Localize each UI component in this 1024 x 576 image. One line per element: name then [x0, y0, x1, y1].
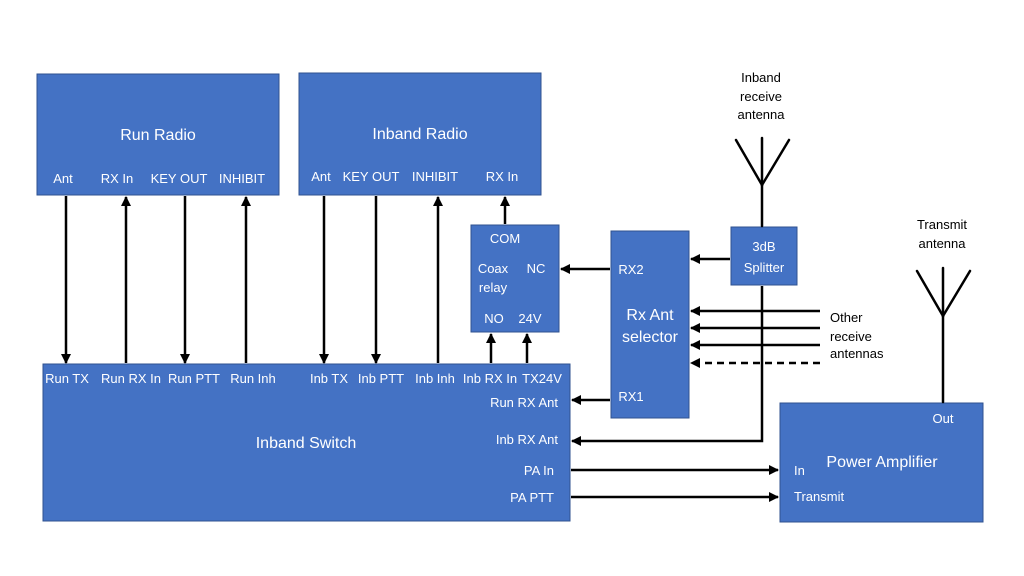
- inband-radio-block: Inband Radio Ant KEY OUT INHIBIT RX In: [298, 72, 542, 196]
- switch-port-pa-ptt: PA PTT: [510, 490, 554, 505]
- switch-port-inb-tx: Inb TX: [310, 371, 348, 386]
- power-amplifier-title: Power Amplifier: [826, 454, 938, 471]
- splitter-label-2: Splitter: [744, 260, 785, 275]
- inband-radio-port-key-out: KEY OUT: [343, 169, 400, 184]
- switch-port-inb-rx-in: Inb RX In: [463, 371, 517, 386]
- coax-relay-label-2: relay: [479, 280, 508, 295]
- coax-relay-label-1: Coax: [478, 261, 509, 276]
- switch-port-run-ptt: Run PTT: [168, 371, 220, 386]
- run-radio-port-key-out: KEY OUT: [151, 171, 208, 186]
- inband-radio-port-ant: Ant: [311, 169, 331, 184]
- wire-splitter-to-inb-rx-ant: [571, 286, 764, 446]
- coax-relay-no: NO: [484, 311, 504, 326]
- other-antennas-label-2: receive: [830, 329, 872, 344]
- run-radio-block: Run Radio Ant RX In KEY OUT INHIBIT: [36, 73, 280, 196]
- rx-ant-selector-rx2: RX2: [618, 262, 643, 277]
- coax-relay-nc: NC: [527, 261, 546, 276]
- inband-antenna-label-3: antenna: [738, 107, 786, 122]
- other-antennas-label-3: antennas: [830, 346, 884, 361]
- coax-relay-com: COM: [490, 231, 520, 246]
- other-antennas-label-1: Other: [830, 310, 863, 325]
- run-radio-port-rx-in: RX In: [101, 171, 134, 186]
- switch-port-run-rx-ant: Run RX Ant: [490, 395, 558, 410]
- transmit-antenna-label-2: antenna: [919, 236, 967, 251]
- transmit-antenna-icon: [915, 266, 972, 404]
- switch-port-tx24v: TX24V: [522, 371, 562, 386]
- inband-antenna-label-2: receive: [740, 89, 782, 104]
- power-amplifier-transmit: Transmit: [794, 489, 844, 504]
- switch-port-run-tx: Run TX: [45, 371, 89, 386]
- run-radio-port-ant: Ant: [53, 171, 73, 186]
- rx-ant-selector-rx1: RX1: [618, 389, 643, 404]
- inband-switch-block: Inband Switch Run TX Run RX In Run PTT R…: [42, 363, 571, 522]
- switch-port-inb-rx-ant: Inb RX Ant: [496, 432, 559, 447]
- coax-relay-24v: 24V: [518, 311, 541, 326]
- rx-ant-selector-title-1: Rx Ant: [626, 307, 674, 324]
- switch-port-inb-ptt: Inb PTT: [358, 371, 404, 386]
- run-radio-title: Run Radio: [120, 127, 196, 144]
- power-amplifier-out: Out: [933, 411, 954, 426]
- coax-relay-block: COM Coax relay NC NO 24V: [470, 224, 560, 333]
- inband-radio-title: Inband Radio: [372, 126, 467, 143]
- transmit-antenna-label-1: Transmit: [917, 217, 967, 232]
- splitter-block: 3dB Splitter: [730, 226, 798, 286]
- inband-switch-title: Inband Switch: [256, 435, 357, 452]
- switch-port-run-rx-in: Run RX In: [101, 371, 161, 386]
- switch-port-run-inh: Run Inh: [230, 371, 276, 386]
- inband-antenna-icon: [734, 136, 791, 228]
- inband-antenna-label-1: Inband: [741, 70, 781, 85]
- rx-ant-selector-title-2: selector: [622, 329, 679, 346]
- power-amplifier-in: In: [794, 463, 805, 478]
- splitter-label-1: 3dB: [752, 239, 775, 254]
- run-radio-port-inhibit: INHIBIT: [219, 171, 265, 186]
- inband-radio-port-inhibit: INHIBIT: [412, 169, 458, 184]
- inband-radio-port-rx-in: RX In: [486, 169, 519, 184]
- power-amplifier-block: Power Amplifier Out In Transmit: [779, 402, 984, 523]
- rx-ant-selector-block: Rx Ant selector RX2 RX1: [610, 230, 690, 419]
- switch-port-pa-in: PA In: [524, 463, 554, 478]
- switch-port-inb-inh: Inb Inh: [415, 371, 455, 386]
